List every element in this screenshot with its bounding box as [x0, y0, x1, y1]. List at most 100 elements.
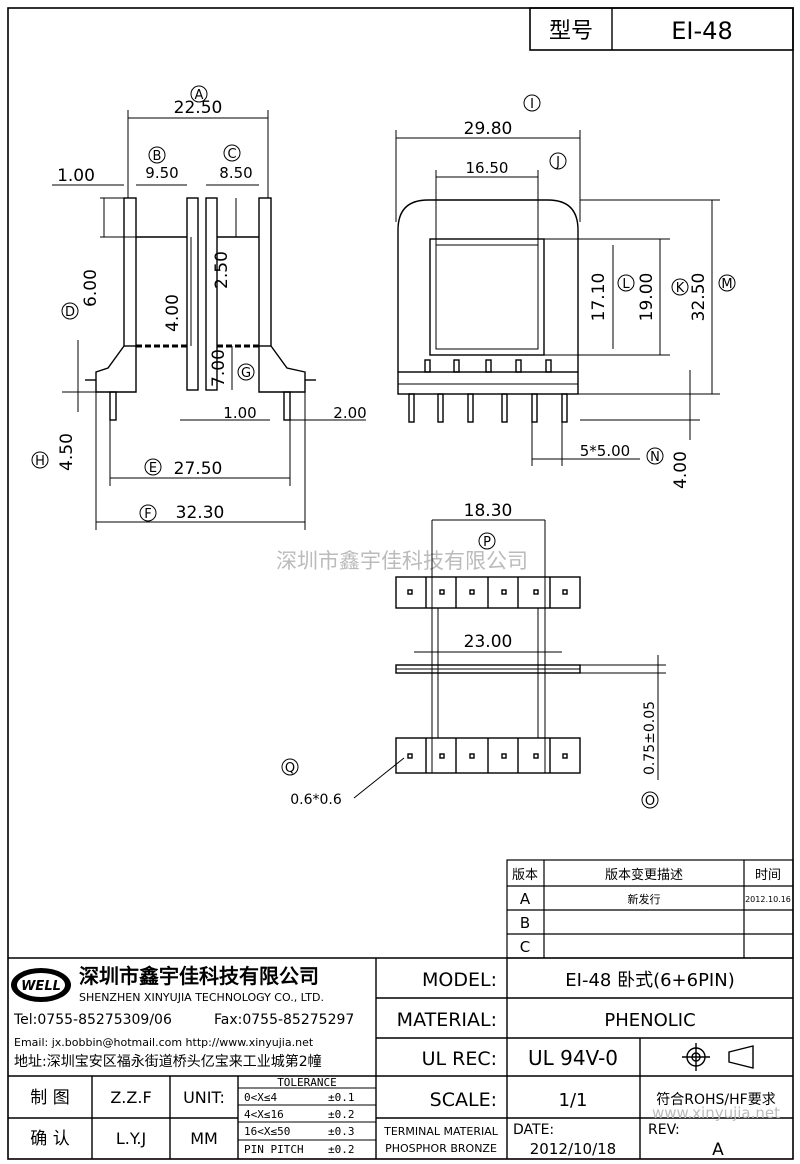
projection-symbol-icon — [682, 1043, 754, 1071]
dim-A: 22.50 — [174, 98, 223, 118]
company-fax: Fax:0755-85275297 — [214, 1012, 354, 1028]
terminal-line2: PHOSPHOR BRONZE — [385, 1142, 497, 1155]
dim-7-00: 7.00 — [209, 349, 229, 387]
watermark-text: 深圳市鑫宇佳科技有限公司 — [276, 549, 528, 573]
marker-H: H — [31, 451, 49, 469]
rev-row-date: 2012.10.16 — [745, 895, 791, 904]
dim-2-00: 2.00 — [333, 404, 366, 422]
marker-N: N — [646, 447, 664, 465]
sheet-border — [7, 7, 794, 1160]
bottom-view-dimensions — [353, 519, 666, 799]
marker-M: M — [718, 274, 736, 292]
dim-1-00: 1.00 — [57, 166, 95, 186]
scale-value: 1/1 — [559, 1090, 588, 1111]
rohs-note: 符合ROHS/HF要求 — [656, 1092, 775, 1108]
company-name-cn: 深圳市鑫宇佳科技有限公司 — [79, 964, 319, 988]
rev-row-ver: C — [520, 938, 530, 956]
marker-K: K — [671, 278, 689, 296]
title-box: 型号 EI-48 — [529, 7, 794, 51]
tolerance-value: ±0.3 — [328, 1125, 355, 1138]
marker-G: G — [237, 363, 255, 381]
marker-A: A — [190, 85, 208, 103]
side-view — [85, 197, 316, 421]
tolerance-value: ±0.2 — [328, 1143, 355, 1156]
svg-text:H: H — [35, 454, 45, 469]
signoff-block: 制 图 Z.Z.F 确 认 L.Y.J UNIT: MM — [30, 1088, 225, 1149]
svg-text:C: C — [227, 147, 236, 162]
bottom-view-labels: 18.30 23.00 0.75±0.05 0.6*0.6 — [290, 501, 658, 808]
svg-text:A: A — [195, 88, 204, 103]
tolerance-range: 0<X≤4 — [244, 1091, 277, 1104]
front-view-dimensions — [395, 130, 720, 466]
marker-Q: Q — [281, 758, 299, 776]
rev-header-date: 时间 — [755, 868, 781, 883]
circle-markers: A B C D G H E F I J L K M N P Q O — [31, 85, 736, 809]
tolerance-title: TOLERANCE — [277, 1076, 337, 1089]
dim-4-50: 4.50 — [57, 433, 77, 471]
rev-header-desc: 版本变更描述 — [605, 867, 683, 883]
marker-I: I — [523, 94, 541, 112]
dim-19-00: 19.00 — [637, 273, 657, 322]
company-logo: WELL — [11, 968, 71, 1002]
dim-2-50: 2.50 — [212, 251, 232, 289]
company-name-en: SHENZHEN XINYUJIA TECHNOLOGY CO., LTD. — [79, 991, 324, 1004]
marker-P: P — [478, 532, 496, 550]
rev-row-ver: B — [520, 914, 530, 932]
tolerance-value: ±0.2 — [328, 1108, 355, 1121]
tolerance-range: PIN PITCH — [244, 1143, 304, 1156]
marker-B: B — [148, 146, 166, 164]
drawn-label: 制 图 — [30, 1088, 69, 1108]
svg-text:B: B — [153, 149, 162, 164]
date-value: 2012/10/18 — [530, 1140, 616, 1158]
svg-text:F: F — [144, 507, 151, 522]
svg-text:G: G — [241, 366, 251, 381]
tolerance-range: 16<X≤50 — [244, 1125, 290, 1138]
drawn-by: Z.Z.F — [110, 1088, 151, 1107]
revision-text: 版本 版本变更描述 时间 A 新发行 2012.10.16 B C — [512, 867, 791, 956]
svg-text:Q: Q — [285, 761, 295, 776]
dim-4-00b: 4.00 — [671, 451, 691, 489]
ulrec-value: UL 94V-0 — [528, 1046, 618, 1070]
dim-E: 27.50 — [174, 459, 223, 479]
marker-C: C — [223, 144, 241, 162]
dim-F: 32.30 — [176, 503, 225, 523]
front-view-labels: 29.80 16.50 17.10 19.00 32.50 5*5.00 4.0… — [464, 119, 709, 489]
dim-P: 18.30 — [464, 501, 513, 521]
dim-23-00: 23.00 — [464, 632, 513, 652]
tolerance-table: TOLERANCE 0<X≤4 ±0.1 4<X≤16 ±0.2 16<X≤50… — [244, 1076, 355, 1156]
rev-header-version: 版本 — [512, 868, 538, 883]
svg-text:K: K — [676, 281, 685, 296]
dim-C: 8.50 — [219, 164, 252, 182]
rev-label: REV: — [648, 1122, 680, 1138]
svg-text:P: P — [483, 535, 491, 550]
terminal-line1: TERMINAL MATERIAL — [383, 1125, 499, 1138]
svg-text:D: D — [65, 305, 75, 320]
svg-text:N: N — [650, 450, 660, 465]
marker-J: J — [549, 152, 567, 170]
dim-6-00: 6.00 — [81, 269, 101, 307]
svg-text:J: J — [555, 155, 560, 170]
svg-text:M: M — [721, 277, 732, 292]
dim-pitch: 5*5.00 — [580, 442, 630, 460]
tolerance-value: ±0.1 — [328, 1091, 355, 1104]
svg-text:L: L — [622, 277, 630, 292]
rev-row-desc: 新发行 — [628, 892, 661, 906]
side-view-labels: 22.50 9.50 8.50 1.00 6.00 2.50 4.00 7.00… — [57, 98, 367, 523]
rev-value: A — [712, 1140, 724, 1160]
model-label: MODEL: — [422, 969, 497, 991]
check-label: 确 认 — [30, 1129, 69, 1149]
rev-row-ver: A — [520, 890, 531, 908]
material-value: PHENOLIC — [604, 1010, 695, 1031]
company-address: 地址:深圳宝安区福永街道桥头亿宝来工业城第2幢 — [14, 1053, 322, 1070]
dim-B: 9.50 — [145, 164, 178, 182]
dim-J: 16.50 — [466, 159, 509, 177]
svg-text:E: E — [149, 461, 157, 476]
unit-label: UNIT: — [183, 1088, 225, 1107]
company-tel: Tel:0755-85275309/06 — [13, 1012, 172, 1028]
unit-value: MM — [190, 1129, 218, 1148]
company-email: Email: jx.bobbin@hotmail.com http://www.… — [14, 1036, 314, 1049]
company-block: WELL 深圳市鑫宇佳科技有限公司 SHENZHEN XINYUJIA TECH… — [11, 964, 354, 1070]
dim-17-10: 17.10 — [589, 273, 609, 322]
dim-tolerance: 0.75±0.05 — [642, 701, 658, 775]
